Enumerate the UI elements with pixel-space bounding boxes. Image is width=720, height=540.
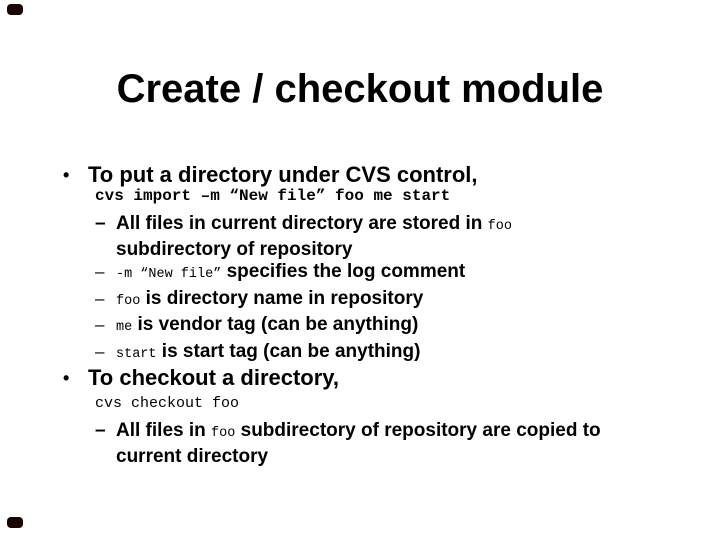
- section-1-heading-row: • To put a directory under CVS control,: [63, 164, 478, 186]
- sub-bullet-text: subdirectory of repository: [116, 239, 353, 260]
- sub-bullet-text: current directory: [116, 446, 269, 467]
- sub-bullet-text: specifies the log comment: [221, 261, 466, 282]
- sub-bullet-item: –-m “New file” specifies the log comment: [95, 260, 465, 286]
- frame-corner-mark-top: [7, 4, 23, 15]
- sub-bullet-text: is directory name in repository: [140, 288, 424, 309]
- sub-bullet-item: –All files in foo subdirectory of reposi…: [95, 419, 601, 468]
- slide-title: Create / checkout module: [116, 67, 604, 111]
- section-2-code-line: cvs checkout foo: [95, 395, 240, 412]
- sub-bullet-body: All files in foo subdirectory of reposit…: [116, 419, 601, 468]
- sub-bullet-item: –me is vendor tag (can be anything): [95, 313, 418, 339]
- inline-code: foo: [211, 426, 236, 441]
- inline-code: -m “New file”: [116, 267, 222, 282]
- dash-icon: –: [95, 262, 105, 281]
- inline-code: foo: [116, 294, 141, 309]
- frame-corner-mark-bottom: [7, 517, 23, 528]
- dash-icon: –: [95, 315, 105, 334]
- sub-bullet-item: –foo is directory name in repository: [95, 287, 423, 313]
- sub-bullet-body: foo is directory name in repository: [116, 287, 423, 313]
- sub-bullet-text: is start tag (can be anything): [156, 341, 421, 362]
- dash-icon: –: [95, 342, 105, 361]
- sub-bullet-item: –All files in current directory are stor…: [95, 212, 512, 261]
- inline-code: me: [116, 320, 133, 335]
- sub-bullet-text: All files in current directory are store…: [116, 213, 488, 234]
- sub-bullet-body: me is vendor tag (can be anything): [116, 313, 418, 339]
- section-2-heading: To checkout a directory,: [88, 365, 340, 390]
- inline-code: foo: [487, 219, 512, 234]
- sub-bullet-body: -m “New file” specifies the log comment: [116, 260, 465, 286]
- section-2-heading-row: • To checkout a directory,: [63, 367, 339, 389]
- bullet-icon: •: [63, 165, 70, 185]
- sub-bullet-body: start is start tag (can be anything): [116, 340, 420, 366]
- inline-code: start: [116, 347, 157, 362]
- sub-bullet-text: subdirectory of repository are copied to: [235, 420, 601, 441]
- dash-icon: –: [95, 213, 106, 234]
- dash-icon: –: [95, 289, 105, 308]
- bullet-icon: •: [63, 368, 70, 388]
- sub-bullet-item: –start is start tag (can be anything): [95, 340, 420, 366]
- sub-bullet-body: All files in current directory are store…: [116, 212, 512, 261]
- dash-icon: –: [95, 420, 106, 441]
- section-1-heading: To put a directory under CVS control,: [88, 162, 478, 187]
- sub-bullet-text: All files in: [116, 420, 212, 441]
- sub-bullet-text: is vendor tag (can be anything): [132, 314, 419, 335]
- section-1-code-line: cvs import –m “New file” foo me start: [95, 187, 451, 205]
